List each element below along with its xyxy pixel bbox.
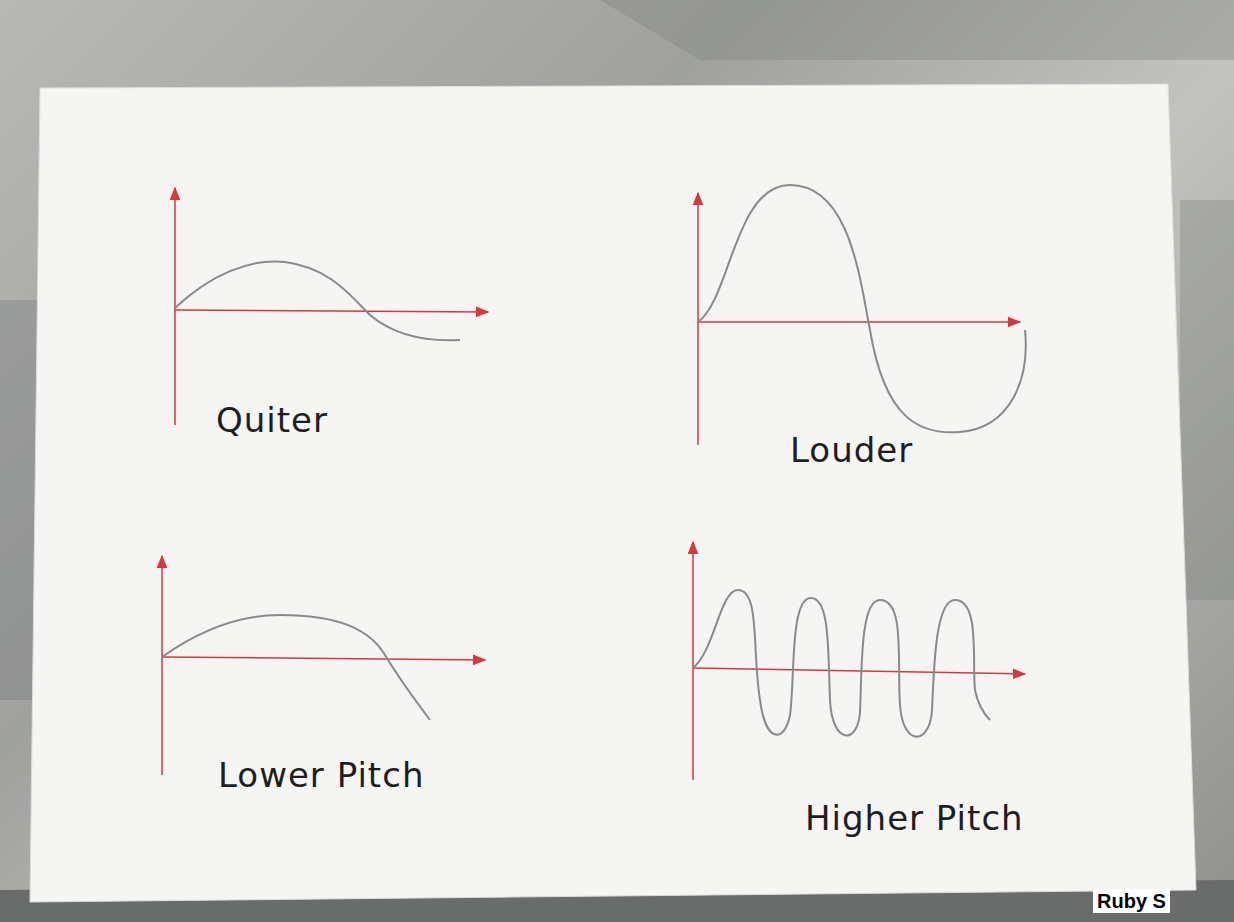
quieter-graph: [175, 188, 488, 425]
lower-pitch-graph: [162, 556, 485, 775]
graph-label: Lower Pitch: [218, 757, 424, 794]
graph-label: Quiter: [216, 402, 328, 439]
higher-pitch-graph: [693, 542, 1025, 780]
graph-label: Higher Pitch: [805, 800, 1024, 837]
author-name: Ruby S: [1093, 889, 1170, 913]
graph-label: Louder: [790, 432, 913, 469]
louder-graph: [698, 185, 1026, 445]
